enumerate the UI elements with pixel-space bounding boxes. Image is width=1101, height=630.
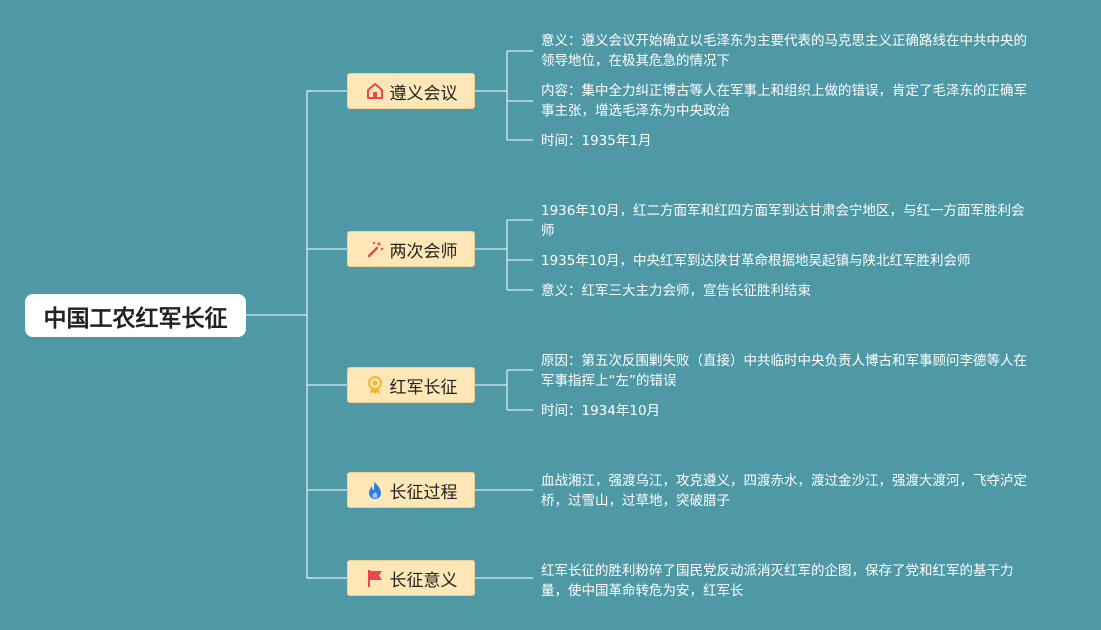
branch-label: 遵义会议 bbox=[389, 83, 458, 104]
leaf-item[interactable]: 时间：1935年1月 bbox=[541, 133, 652, 149]
leaf-item[interactable]: 血战湘江，强渡乌江，攻克遵义，四渡赤水，渡过金沙江，强渡大渡河，飞夺泸定桥，过雪… bbox=[541, 473, 1027, 509]
branch-zunyi-meeting[interactable]: 遵义会议 bbox=[347, 73, 475, 109]
flag-icon bbox=[365, 568, 385, 588]
magic-wand-icon bbox=[365, 239, 385, 259]
leaf-connector-2 bbox=[475, 369, 533, 411]
branch-march-significance[interactable]: 长征意义 bbox=[347, 560, 475, 596]
leaf-item[interactable]: 内容：集中全力纠正博古等人在军事上和组织上做的错误，肯定了毛泽东的正确军事主张，… bbox=[541, 83, 1027, 119]
leaf-item[interactable]: 时间：1934年10月 bbox=[541, 403, 661, 419]
leaf-item[interactable]: 意义：红军三大主力会师，宣告长征胜利结束 bbox=[541, 283, 811, 299]
branch-label: 红军长征 bbox=[389, 377, 458, 398]
leaf-connector-1 bbox=[475, 219, 533, 291]
spine bbox=[306, 90, 313, 579]
branch-two-reunions[interactable]: 两次会师 bbox=[347, 231, 475, 267]
flame-icon bbox=[365, 480, 385, 500]
branch-label: 两次会师 bbox=[389, 241, 458, 262]
leaf-item[interactable]: 原因：第五次反围剿失败（直接）中共临时中央负责人博古和军事顾问李德等人在军事指挥… bbox=[541, 353, 1027, 389]
house-icon bbox=[365, 81, 385, 101]
medal-icon bbox=[365, 375, 385, 395]
leaf-item[interactable]: 意义：遵义会议开始确立以毛泽东为主要代表的马克思主义正确路线在中共中央的领导地位… bbox=[541, 33, 1027, 69]
root-topic[interactable]: 中国工农红军长征 bbox=[25, 294, 246, 337]
branch-long-march[interactable]: 红军长征 bbox=[347, 367, 475, 403]
leaf-connector-0 bbox=[475, 50, 533, 141]
branch-march-process[interactable]: 长征过程 bbox=[347, 472, 475, 508]
branch-label: 长征意义 bbox=[389, 570, 458, 591]
leaf-item[interactable]: 1936年10月，红二方面军和红四方面军到达甘肃会宁地区，与红一方面军胜利会师 bbox=[541, 203, 1025, 239]
leaf-item[interactable]: 红军长征的胜利粉碎了国民党反动派消灭红军的企图，保存了党和红军的基干力量，使中国… bbox=[541, 563, 1014, 599]
branch-label: 长征过程 bbox=[389, 482, 458, 503]
leaf-item[interactable]: 1935年10月，中央红军到达陕甘革命根据地吴起镇与陕北红军胜利会师 bbox=[541, 253, 971, 269]
